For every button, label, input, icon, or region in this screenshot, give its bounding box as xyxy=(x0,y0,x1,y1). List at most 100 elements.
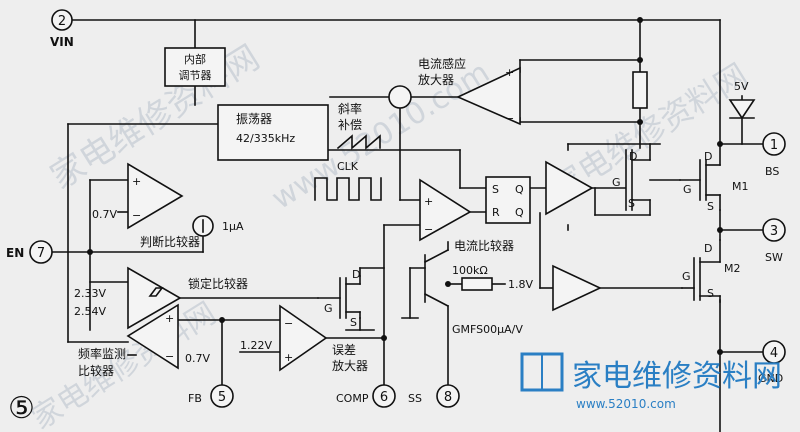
current-comparator: + − 电流比较器 xyxy=(419,178,514,253)
block-label: 锁定比较器 xyxy=(188,276,248,291)
latch-pin: R xyxy=(492,206,500,219)
pin-label: SW xyxy=(765,251,783,264)
gate-label: G xyxy=(324,302,333,315)
voltage-label: 2.33V xyxy=(74,287,106,300)
lock-comparator: 锁定比较器 2.33V 2.54V xyxy=(74,266,248,330)
diode-5v: 5V xyxy=(728,80,756,120)
pin-label: SS xyxy=(408,392,422,405)
pin-label: FB xyxy=(188,392,202,405)
sign-label: + xyxy=(132,175,141,188)
sign-label: − xyxy=(165,350,174,363)
junctions xyxy=(87,17,723,355)
block-label: 频率监测 xyxy=(78,346,126,361)
figure-number: ⑤ xyxy=(8,391,35,426)
error-amplifier: − + 1.22V 误差 放大器 xyxy=(240,304,368,373)
block-label: 42/335kHz xyxy=(236,132,295,145)
source-label: S xyxy=(707,287,714,300)
wiring xyxy=(51,19,763,432)
drain-label: D xyxy=(629,150,637,163)
m1-gate-driver xyxy=(545,160,594,216)
block-label: 比较器 xyxy=(78,363,114,378)
m1-label: M1 xyxy=(732,180,749,193)
m2-label: M2 xyxy=(724,262,741,275)
source-label: S xyxy=(628,197,635,210)
mosfet-m2: D G S M2 xyxy=(681,239,741,303)
gate-label: G xyxy=(682,270,691,283)
sign-label: − xyxy=(284,317,293,330)
voltage-label: 2.54V xyxy=(74,305,106,318)
freq-monitor-comparator: + − 频率监测 比较器 0.7V xyxy=(78,303,210,378)
slope-compensation: 斜率 补偿 xyxy=(336,101,381,150)
pin-number: 7 xyxy=(37,246,45,261)
block-label: 误差 xyxy=(332,343,356,357)
pin-label: COMP xyxy=(336,392,369,405)
block-label: 电流感应 xyxy=(418,56,466,71)
clock-waveform: CLK xyxy=(314,160,382,201)
pin-number: 6 xyxy=(380,390,388,405)
block-label: 内部 xyxy=(184,52,206,66)
watermark-logo: 家电维修资料网 www.52010.com xyxy=(520,352,782,411)
block-label: 判断比较器 xyxy=(140,234,200,249)
watermark-logo-text: 家电维修资料网 xyxy=(572,359,782,394)
current-label: 1μA xyxy=(222,220,244,233)
gmfs-label: GMFS00μA/V xyxy=(452,323,523,336)
lock-mosfet: D G S xyxy=(317,268,361,329)
voltage-label: 1.22V xyxy=(240,339,272,352)
judge-comparator: + − 0.7V 判断比较器 xyxy=(92,162,200,249)
latch-pin: S xyxy=(492,183,499,196)
pin-bs: 1 BS xyxy=(762,132,786,178)
block-label: 放大器 xyxy=(332,358,368,373)
block-label: 补偿 xyxy=(338,117,362,132)
voltage-label: 1.8V xyxy=(508,278,533,291)
drain-label: D xyxy=(704,242,712,255)
sign-label: + xyxy=(424,195,433,208)
summing-node xyxy=(388,85,412,109)
voltage-label: 0.7V xyxy=(92,208,117,221)
pin-vin: 2 VIN xyxy=(50,9,74,49)
gate-label: G xyxy=(683,183,692,196)
pin-number: 1 xyxy=(770,138,778,153)
mosfet-m1: G S D G S M1 D xyxy=(594,143,749,216)
pin-label: BS xyxy=(765,165,779,178)
current-source: 1μA xyxy=(192,215,244,237)
m2-gate-driver xyxy=(552,264,602,312)
pin-gnd: 4 GND xyxy=(758,340,786,385)
voltage-label: 0.7V xyxy=(185,352,210,365)
latch-pin: Q xyxy=(515,183,524,196)
block-label: 振荡器 xyxy=(236,112,272,126)
pin-number: 2 xyxy=(58,14,66,29)
pin-label: EN xyxy=(6,246,24,260)
pin-sw: 3 SW xyxy=(762,218,786,264)
sign-label: + xyxy=(165,312,174,325)
block-label: 斜率 xyxy=(338,101,362,116)
sign-label: − xyxy=(505,112,514,125)
source-label: S xyxy=(707,200,714,213)
drain-label: D xyxy=(352,268,360,281)
ss-network: 100kΩ 1.8V GMFS00μA/V xyxy=(452,264,533,336)
voltage-label: 5V xyxy=(734,80,749,93)
block-label: 调节器 xyxy=(179,69,212,82)
pin-ss: 8 SS xyxy=(408,384,460,408)
pin-number: 8 xyxy=(444,390,452,405)
oscillator-block: 振荡器 42/335kHz xyxy=(217,104,329,161)
sense-resistor xyxy=(632,71,648,109)
pin-fb: 5 FB xyxy=(188,384,234,408)
pin-label: VIN xyxy=(50,35,74,49)
pin-label: GND xyxy=(758,372,783,385)
pin-en: EN 7 xyxy=(6,240,53,264)
internal-regulator-block: 内部 调节器 xyxy=(164,47,226,87)
block-label: 放大器 xyxy=(418,72,454,87)
sign-label: − xyxy=(132,209,141,222)
sign-label: + xyxy=(284,351,293,364)
block-label: 电流比较器 xyxy=(454,238,514,253)
source-label: S xyxy=(350,316,357,329)
current-sense-amplifier: + − 电流感应 放大器 xyxy=(418,56,521,126)
sign-label: + xyxy=(505,66,514,79)
sign-label: − xyxy=(424,223,433,236)
pin-number: 3 xyxy=(770,224,778,239)
drain-label: D xyxy=(704,150,712,163)
pin-number: 5 xyxy=(218,390,226,405)
pin-number: 4 xyxy=(770,346,778,361)
clk-label: CLK xyxy=(337,160,359,173)
